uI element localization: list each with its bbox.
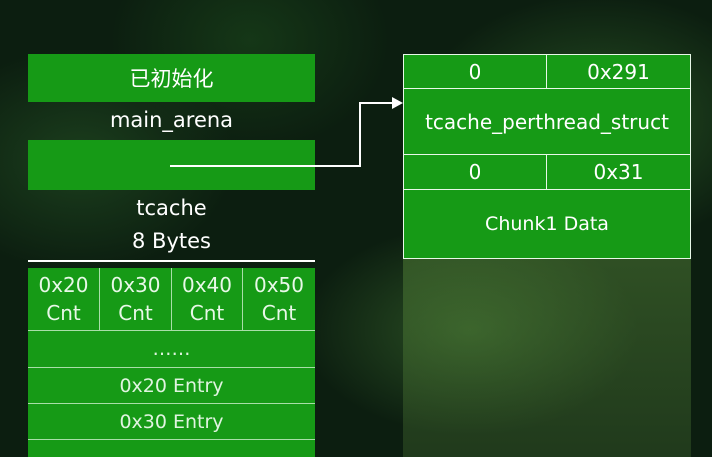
tcache-perthread-table: 0x20 Cnt 0x30 Cnt 0x40 Cnt 0x50 Cnt …… 0… [28, 268, 315, 457]
heap-region-fade [403, 259, 691, 457]
count-cell-0x30: 0x30 Cnt [100, 268, 172, 331]
chunk1-data-label: Chunk1 Data [485, 213, 609, 235]
count-cell-0x20: 0x20 Cnt [28, 268, 100, 331]
chunk-prev-size: 0 [468, 59, 482, 84]
count-cell-0x40: 0x40 Cnt [172, 268, 243, 331]
chunk-prev-size-cell: 0 [404, 55, 547, 89]
entry-row-0x30: 0x30 Entry [28, 404, 315, 440]
ellipsis-row: …… [28, 331, 315, 368]
count-size: 0x40 [181, 273, 232, 297]
entry-row-0x20: 0x20 Entry [28, 368, 315, 404]
tcache-size-label: 8 Bytes [132, 229, 211, 253]
chunk1-size-cell: 0x31 [547, 155, 690, 190]
separator-line [28, 260, 315, 262]
chunk-size-cell: 0x291 [547, 55, 690, 89]
chunk1-data-cell: Chunk1 Data [404, 190, 690, 258]
tcache-label: tcache [136, 196, 207, 220]
tcache-perthread-struct-label: tcache_perthread_struct [425, 109, 669, 134]
chunk-block: 0 0x291 tcache_perthread_struct 0 0x31 C… [403, 54, 691, 259]
main-arena-label: main_arena [109, 108, 234, 132]
count-size: 0x20 [38, 273, 89, 297]
pointer-arrow-head [392, 97, 403, 109]
chunk-size: 0x291 [587, 59, 650, 84]
entry-label: 0x30 Entry [119, 410, 224, 433]
entry-label: 0x20 Entry [119, 374, 224, 397]
count-size: 0x50 [253, 273, 304, 297]
count-label: Cnt [118, 301, 153, 325]
pointer-arrow-line [170, 102, 396, 167]
initialized-box: 已初始化 [28, 54, 315, 102]
chunk1-prev-size: 0 [468, 160, 482, 184]
count-size: 0x30 [110, 273, 161, 297]
count-label: Cnt [261, 301, 297, 325]
count-label: Cnt [46, 301, 81, 325]
tcache-perthread-struct-cell: tcache_perthread_struct [404, 89, 690, 155]
ellipsis-text: …… [152, 338, 191, 360]
count-cell-0x50: 0x50 Cnt [243, 268, 315, 331]
chunk1-size: 0x31 [593, 160, 644, 184]
initialized-label: 已初始化 [129, 67, 214, 91]
count-label: Cnt [189, 301, 225, 325]
chunk1-prev-size-cell: 0 [404, 155, 547, 190]
